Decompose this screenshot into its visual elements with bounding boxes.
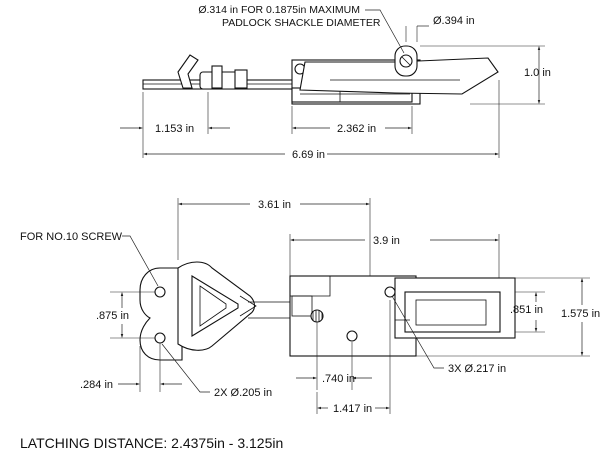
front-view: 3.61 in 3.9 in FOR NO.10 SCREW .875 in .… [20, 198, 600, 415]
screw-hole-top [154, 286, 166, 298]
screw-hole-bottom [154, 332, 166, 344]
screw-note-label: FOR NO.10 SCREW [20, 231, 123, 243]
padlock-tab [394, 45, 418, 77]
mounting-flange [139, 267, 183, 361]
body-hole-1 [346, 330, 358, 342]
height-label: 1.0 in [524, 67, 551, 79]
dim-2362-label: 2.362 in [337, 123, 376, 135]
hook-loop [177, 54, 199, 89]
hook-rod [142, 54, 294, 90]
dim-284-label: .284 in [80, 379, 113, 391]
holes-217-label: 3X Ø.217 in [448, 363, 506, 375]
dim-875-label: .875 in [96, 310, 129, 322]
dim-669-label: 6.69 in [292, 149, 325, 161]
latch-body [289, 275, 516, 357]
padlock-note-line1: Ø.314 in FOR 0.1875in MAXIMUM [198, 4, 360, 16]
dim-851-label: .851 in [510, 304, 543, 316]
dim-361-label: 3.61 in [258, 199, 291, 211]
holes-205-label: 2X Ø.205 in [214, 387, 272, 399]
dim-1153-label: 1.153 in [155, 123, 194, 135]
dim-39-label: 3.9 in [373, 235, 400, 247]
body-hole-2 [384, 286, 396, 298]
top-view: Ø.314 in FOR 0.1875in MAXIMUM PADLOCK SH… [120, 4, 551, 161]
dim-1417-label: 1.417 in [333, 403, 372, 415]
dim-1575-label: 1.575 in [561, 308, 600, 320]
dim-740-label: .740 in [322, 373, 355, 385]
padlock-note-line2: PADLOCK SHACKLE DIAMETER [222, 17, 381, 29]
hook-frame [177, 261, 256, 351]
latching-distance-label: LATCHING DISTANCE: 2.4375in - 3.125in [20, 435, 283, 451]
dia-394-label: Ø.394 in [433, 15, 475, 27]
